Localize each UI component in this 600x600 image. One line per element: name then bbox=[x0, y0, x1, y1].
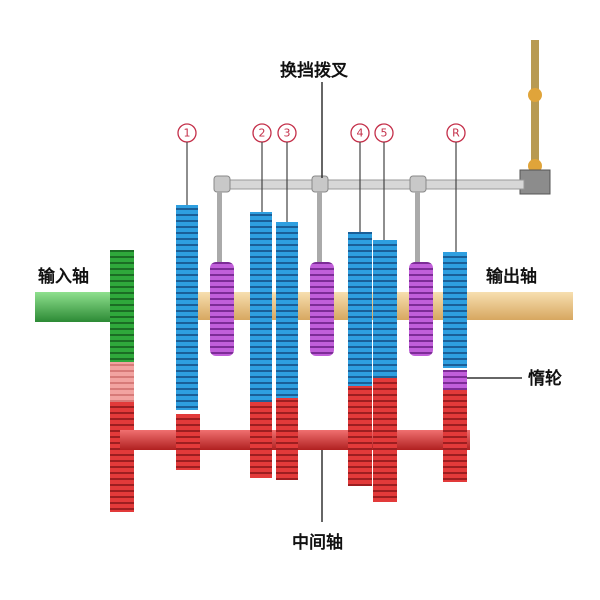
gear-marker-5: 5 bbox=[374, 123, 394, 240]
gear-3 bbox=[276, 222, 298, 480]
shift-linkage bbox=[519, 40, 551, 195]
label-output-shaft: 输出轴 bbox=[486, 266, 537, 287]
svg-text:4: 4 bbox=[357, 127, 364, 140]
gear-marker-2: 2 bbox=[252, 123, 272, 212]
svg-text:2: 2 bbox=[259, 127, 266, 140]
gear-marker-3: 3 bbox=[277, 123, 297, 222]
gear-4 bbox=[348, 232, 372, 486]
svg-text:R: R bbox=[452, 127, 460, 140]
label-countershaft: 中间轴 bbox=[292, 532, 343, 553]
shift-fork-rod bbox=[213, 175, 525, 262]
input-gear bbox=[110, 250, 134, 512]
synchro-ring bbox=[310, 262, 334, 356]
label-input-shaft: 输入轴 bbox=[38, 266, 89, 287]
gear-2 bbox=[250, 212, 272, 478]
gear-marker-r: R bbox=[446, 123, 466, 252]
gear-1 bbox=[176, 205, 200, 470]
label-shift-fork: 换挡拨叉 bbox=[280, 60, 349, 81]
gear-marker-1: 1 bbox=[177, 123, 197, 205]
svg-text:1: 1 bbox=[184, 127, 191, 140]
label-idler-gear: 惰轮 bbox=[528, 368, 562, 389]
svg-text:3: 3 bbox=[284, 127, 291, 140]
synchro-ring bbox=[409, 262, 433, 356]
input-shaft bbox=[35, 292, 120, 322]
gear-marker-4: 4 bbox=[350, 123, 370, 232]
gear-reverse bbox=[443, 252, 467, 482]
gear-5 bbox=[373, 240, 397, 502]
svg-text:5: 5 bbox=[381, 127, 388, 140]
synchro-ring bbox=[210, 262, 234, 356]
